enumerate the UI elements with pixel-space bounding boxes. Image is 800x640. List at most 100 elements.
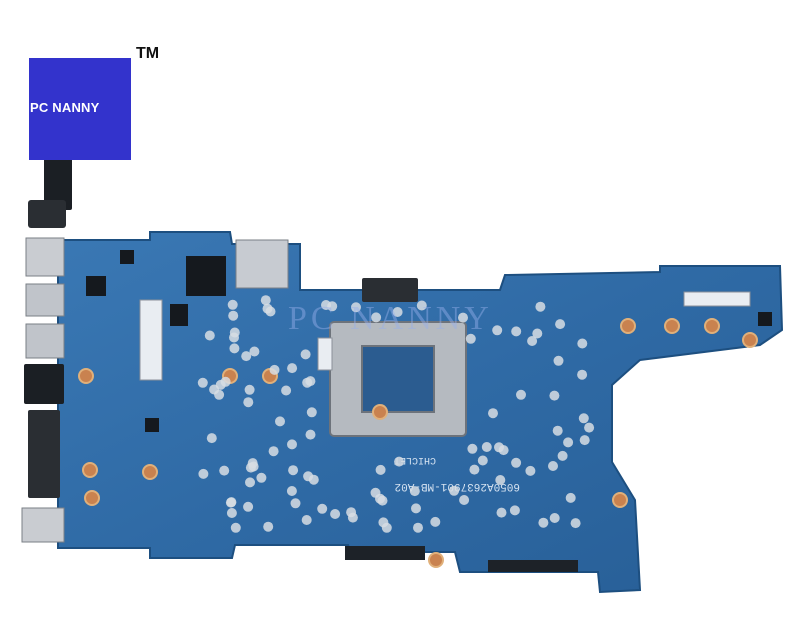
solder-dot (553, 355, 564, 366)
connector (139, 299, 163, 381)
solder-dot (488, 408, 498, 419)
solder-dot (228, 310, 239, 321)
solder-dot (198, 468, 209, 479)
bottom-connector (488, 560, 578, 572)
part-number-label: 6050A2637901-MB-A02 (395, 480, 520, 492)
solder-dot (552, 425, 563, 436)
solder-dot (206, 433, 217, 444)
solder-dot (375, 493, 385, 504)
logo-text: PC NANNY (30, 100, 100, 115)
solder-dot (306, 407, 317, 418)
solder-dot (263, 521, 274, 532)
solder-dot (394, 456, 405, 467)
solder-dot (494, 442, 504, 453)
solder-dot (527, 336, 538, 346)
solder-dot (303, 471, 314, 482)
solder-dot (413, 522, 423, 533)
solder-dot (492, 325, 503, 336)
solder-dot (532, 328, 543, 339)
solder-dot (416, 300, 427, 311)
solder-dot (411, 503, 421, 514)
copper-pad (142, 464, 158, 480)
chip (170, 304, 188, 326)
solder-dot (351, 302, 361, 313)
chip (186, 256, 226, 296)
chip (120, 250, 134, 264)
solder-dot (209, 384, 220, 395)
solder-dot (458, 312, 468, 323)
solder-dot (516, 389, 526, 400)
solder-dot (305, 429, 316, 440)
solder-dot (557, 450, 568, 461)
solder-dot (548, 461, 558, 471)
solder-dot (481, 442, 492, 452)
solder-dot (305, 376, 316, 387)
solder-dot (247, 458, 258, 469)
solder-dot (549, 390, 560, 401)
copper-pad (428, 552, 444, 568)
copper-pad (704, 318, 720, 334)
solder-dot (287, 439, 297, 450)
copper-pad (664, 318, 680, 334)
connector (683, 291, 751, 307)
solder-dot (459, 495, 470, 505)
solder-dot (269, 364, 280, 375)
solder-dot (477, 455, 488, 466)
copper-pad (620, 318, 636, 334)
solder-dot (465, 333, 476, 344)
copper-pad (82, 462, 98, 478)
side-connector (28, 410, 60, 498)
solder-dot (197, 377, 208, 388)
solder-dot (317, 503, 328, 514)
solder-dot (227, 299, 238, 310)
solder-dot (469, 464, 480, 475)
solder-dot (535, 301, 546, 312)
solder-dot (584, 422, 595, 433)
solder-dot (430, 516, 441, 527)
solder-dot (570, 518, 581, 529)
copper-pad (84, 490, 100, 506)
solder-dot (496, 507, 507, 518)
solder-dot (229, 327, 240, 338)
solder-dot (563, 437, 574, 448)
solder-dot (371, 312, 382, 323)
solder-dot (577, 338, 588, 349)
solder-dot (281, 385, 292, 396)
connector (317, 337, 333, 371)
chip (145, 418, 159, 432)
power-jack (21, 507, 65, 543)
solder-dot (555, 319, 566, 330)
solder-dot (346, 507, 357, 518)
solder-dot (219, 465, 230, 476)
solder-dot (245, 477, 255, 488)
hdmi-port (25, 237, 65, 277)
solder-dot (244, 384, 255, 395)
solder-dot (300, 349, 311, 360)
solder-dot (511, 457, 522, 468)
solder-dot (243, 501, 254, 512)
solder-dot (549, 513, 560, 523)
copper-pad (78, 368, 94, 384)
solder-dot (375, 464, 386, 475)
bottom-connector (345, 546, 425, 560)
logo-box (29, 58, 131, 160)
solder-dot (268, 446, 279, 457)
solder-dot (230, 522, 241, 533)
usb-port-1 (25, 283, 65, 317)
chip (86, 276, 106, 296)
solder-dot (243, 397, 254, 408)
solder-dot (226, 508, 237, 518)
solder-dot (578, 413, 589, 424)
watermark: PC NANNY (288, 300, 493, 337)
solder-dot (381, 522, 392, 533)
trademark-symbol: TM (136, 45, 160, 62)
solder-dot (287, 363, 298, 374)
solder-dot (525, 465, 536, 476)
solder-dot (275, 416, 285, 427)
solder-dot (449, 485, 460, 496)
solder-dot (241, 351, 252, 362)
code-name-label: CHICLET (394, 454, 436, 465)
solder-dot (330, 509, 341, 519)
solder-dot (565, 492, 576, 503)
